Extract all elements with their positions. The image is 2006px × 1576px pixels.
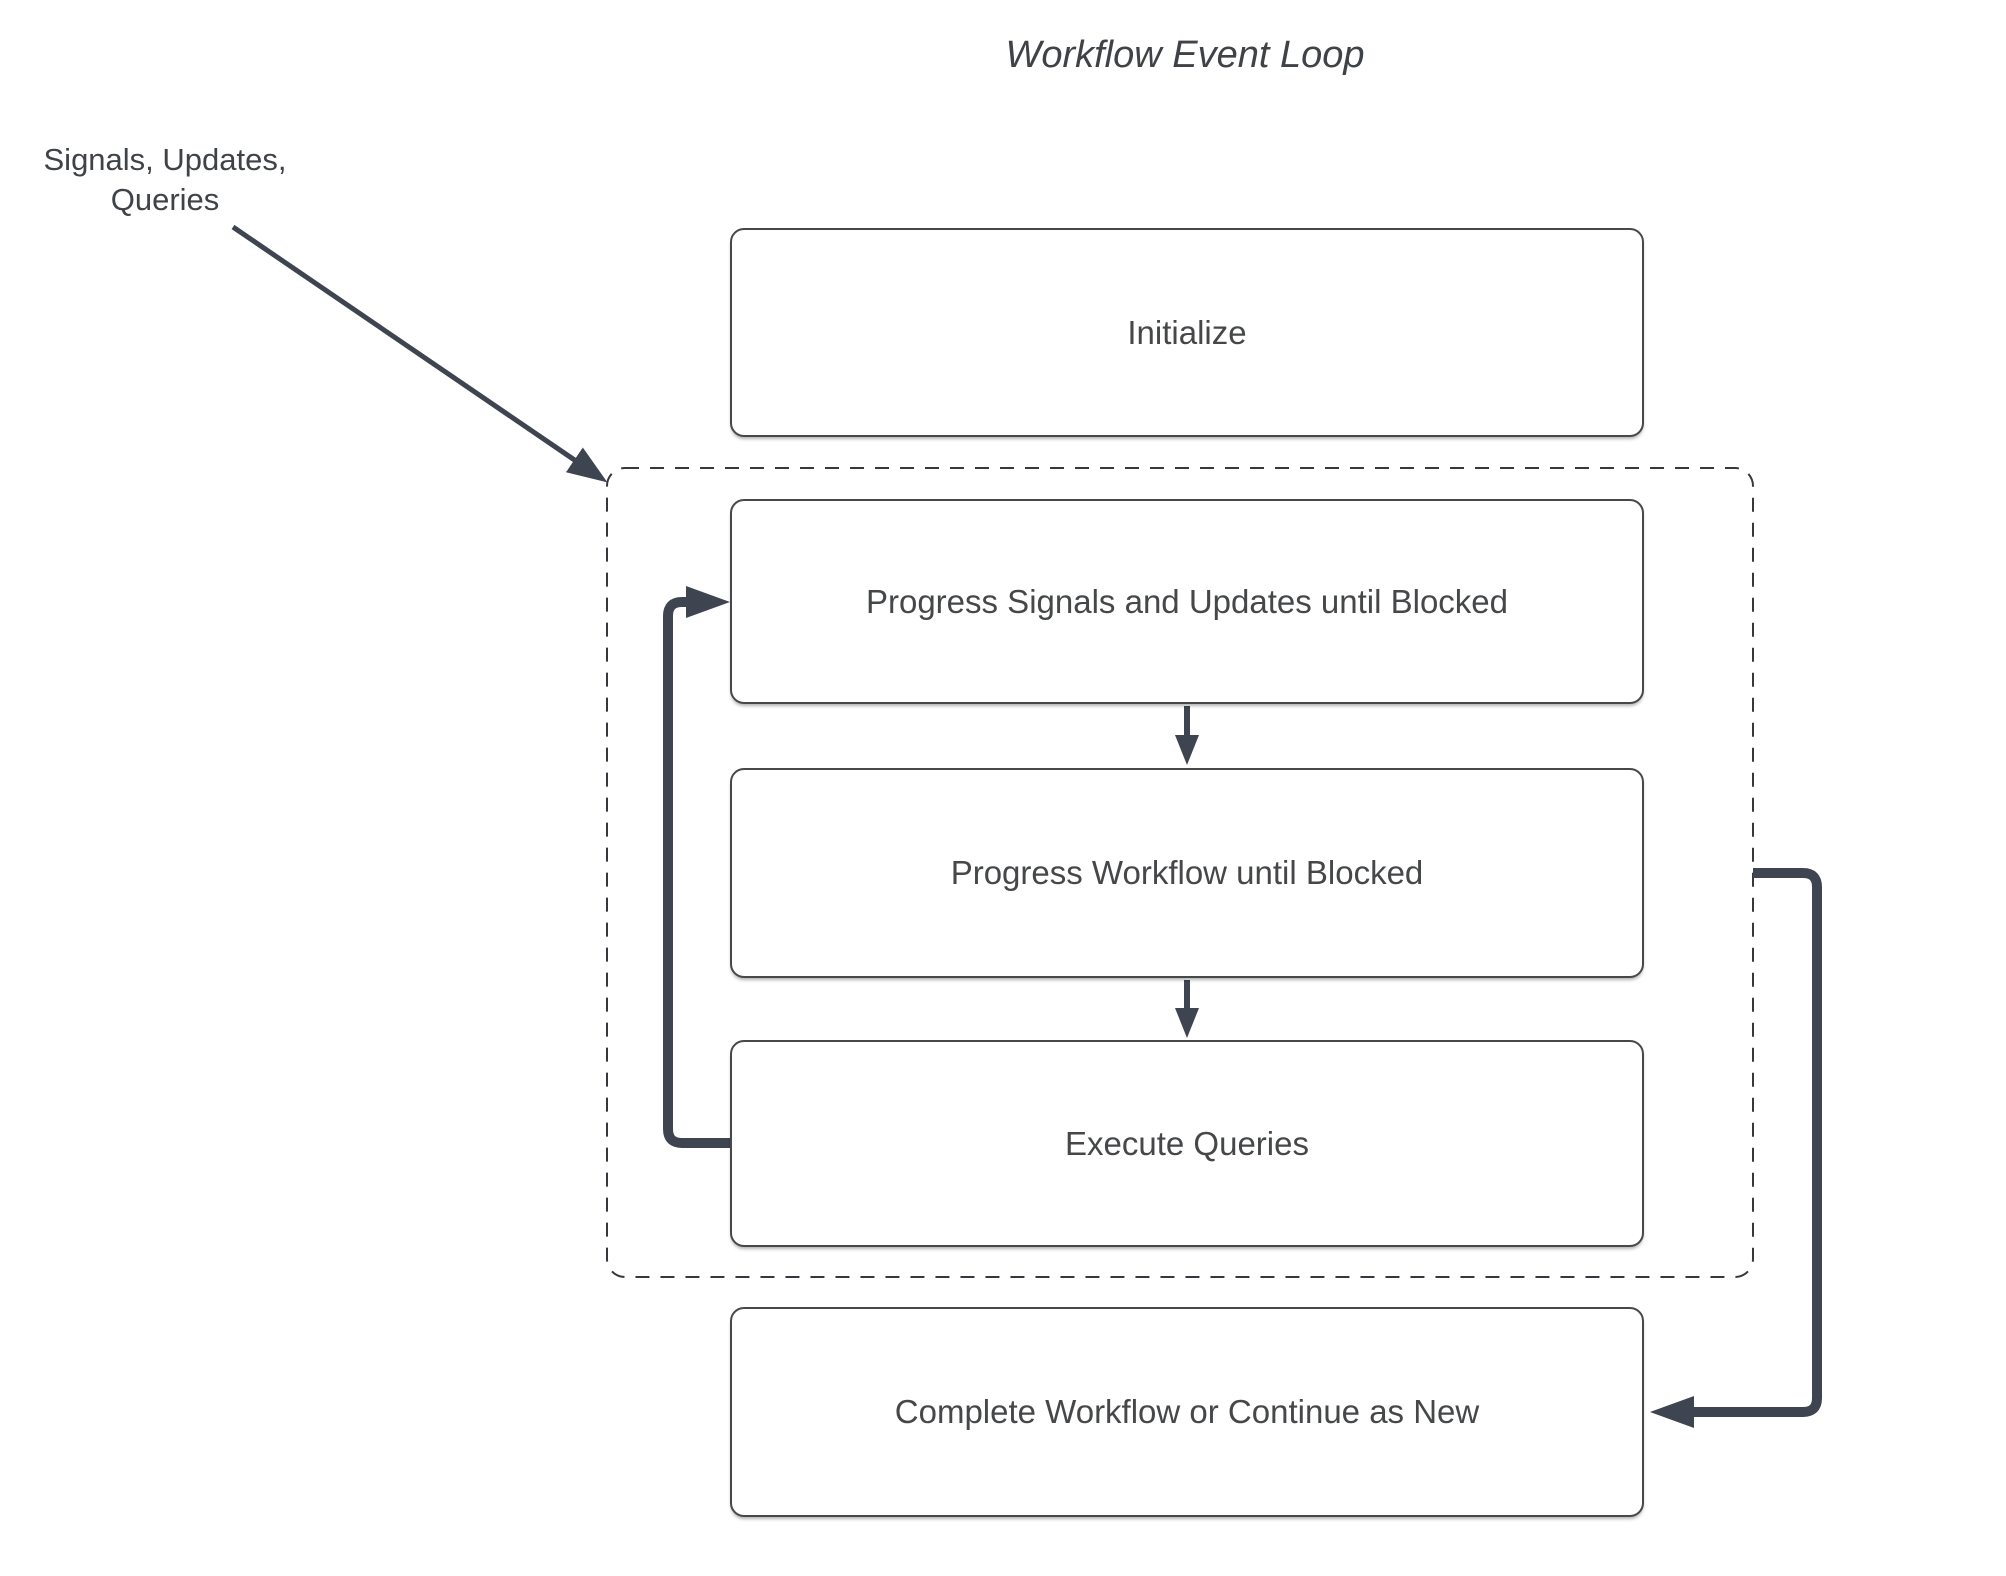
diagram-title: Workflow Event Loop — [1005, 34, 1365, 76]
node-progress-signals-and-updates: Progress Signals and Updates until Block… — [730, 499, 1644, 704]
node-progress-signals-label: Progress Signals and Updates until Block… — [865, 582, 1509, 620]
node-complete-workflow-label: Complete Workflow or Continue as New — [894, 1393, 1480, 1430]
signals-arrow — [231, 224, 608, 483]
node-initialize-label: Initialize — [1127, 313, 1247, 351]
continue-as-new-connector — [1650, 868, 1822, 1428]
annotation-signals-updates-queries: Signals, Updates, Queries — [15, 140, 315, 220]
node-complete-workflow: Complete Workflow or Continue as New — [730, 1307, 1644, 1517]
node-initialize: Initialize — [730, 228, 1644, 437]
loop-back-connector — [663, 586, 730, 1148]
node-progress-workflow-label: Progress Workflow until Blocked — [950, 854, 1424, 891]
node-execute-queries-label: Execute Queries — [1065, 1124, 1309, 1162]
node-progress-workflow: Progress Workflow until Blocked — [730, 768, 1644, 978]
node-execute-queries: Execute Queries — [730, 1040, 1644, 1247]
annotation-line-1: Signals, Updates, — [43, 142, 287, 177]
annotation-line-2: Queries — [110, 182, 220, 217]
